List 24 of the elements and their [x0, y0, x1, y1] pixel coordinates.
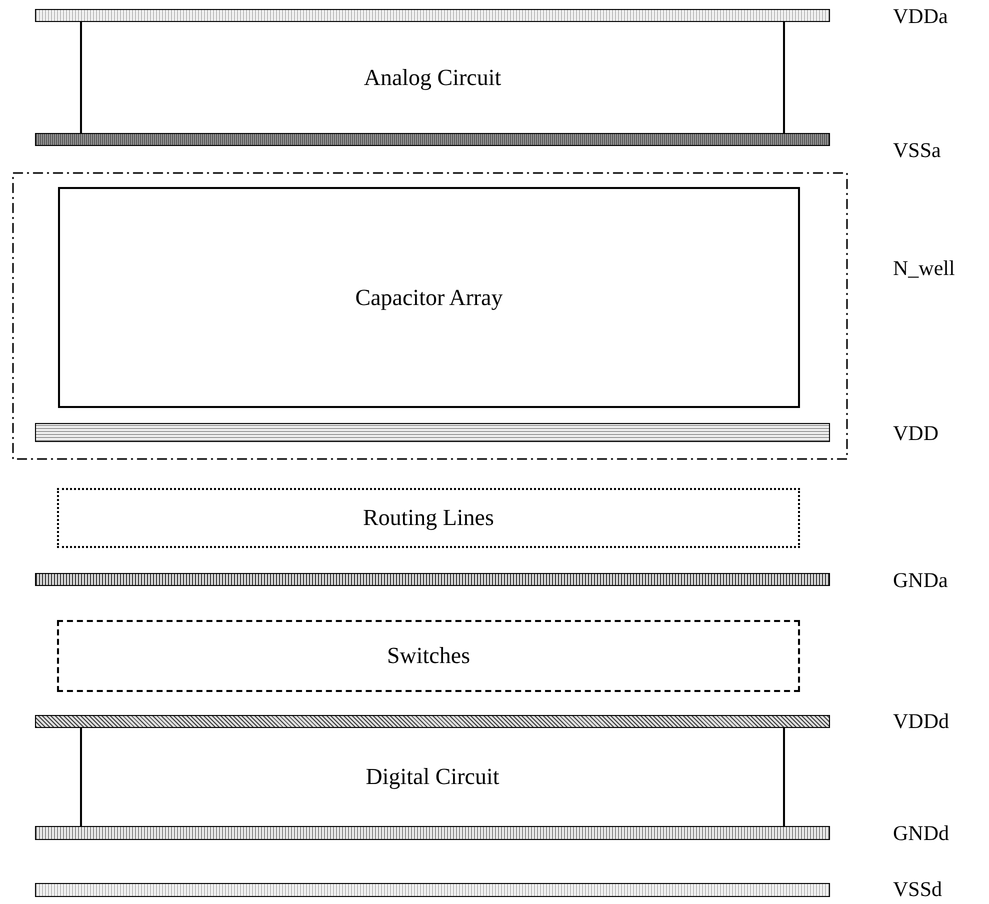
power-rail: [35, 883, 830, 897]
block-label: Routing Lines: [363, 505, 494, 531]
net-label: GNDa: [893, 568, 948, 593]
block-label: Analog Circuit: [364, 64, 502, 90]
net-label: VDD: [893, 421, 938, 446]
power-rail: [35, 133, 830, 146]
power-rail: [35, 826, 830, 840]
layout-block: [58, 187, 800, 408]
power-rail: [35, 715, 830, 728]
net-label: N_well: [893, 256, 955, 281]
net-label: VSSd: [893, 877, 942, 902]
layout-block: [57, 620, 800, 692]
power-rail: [35, 423, 830, 442]
net-label: VDDd: [893, 709, 949, 734]
power-rail: [35, 9, 830, 22]
net-label: VSSa: [893, 138, 941, 163]
block-label: Digital Circuit: [366, 764, 500, 790]
net-label: GNDd: [893, 821, 949, 846]
block-label: Switches: [386, 643, 470, 669]
block-label: Capacitor Array: [355, 284, 503, 310]
well-region: [12, 172, 848, 460]
net-label: VDDa: [893, 4, 948, 29]
layout-block: [57, 488, 800, 548]
power-rail: [35, 573, 830, 586]
